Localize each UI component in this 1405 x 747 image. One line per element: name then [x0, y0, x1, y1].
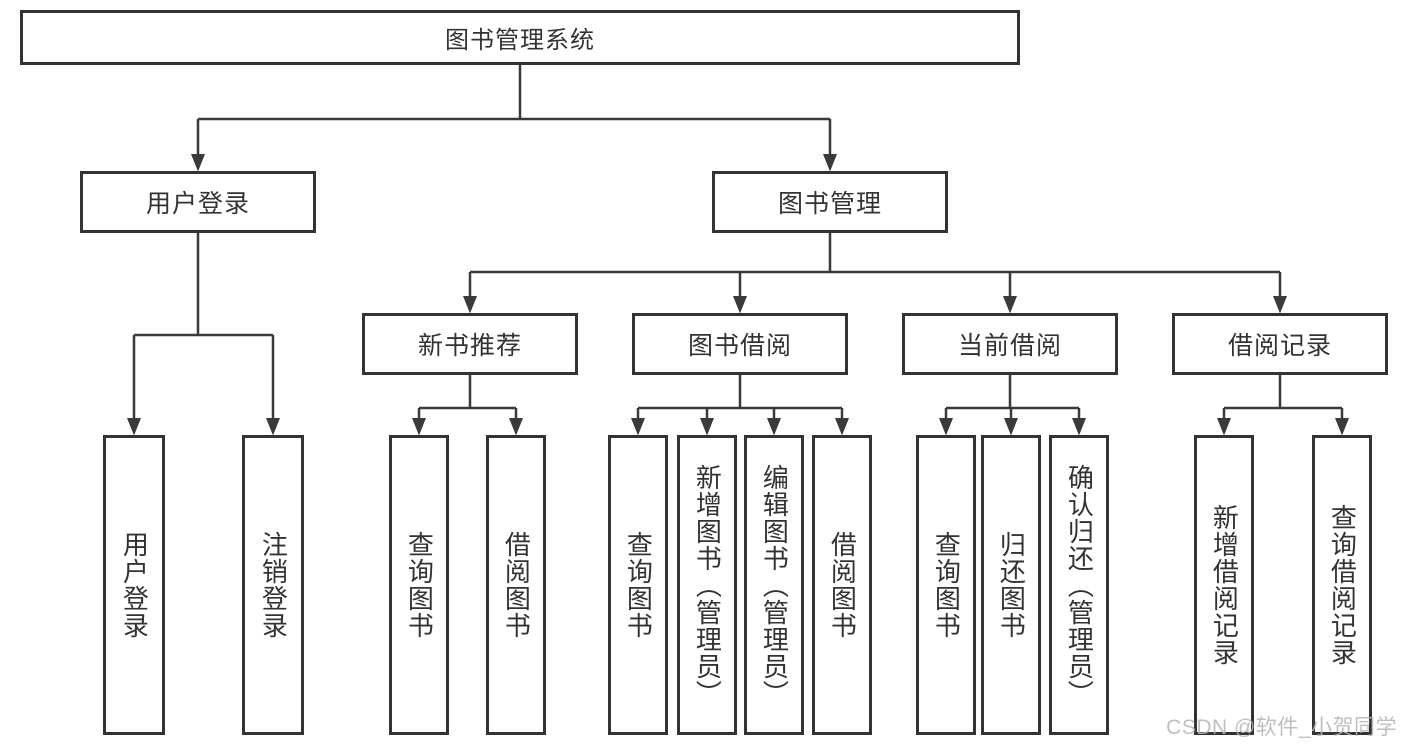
leaf-query-book-current: 查询图书: [916, 435, 976, 735]
node-book-management: 图书管理: [712, 171, 948, 233]
node-borrow-records: 借阅记录: [1172, 313, 1388, 375]
leaf-edit-book-admin: 编辑图书（管理员）: [744, 435, 804, 735]
node-book-borrow: 图书借阅: [632, 313, 848, 375]
leaf-query-book-borrow: 查询图书: [608, 435, 668, 735]
node-current-borrow: 当前借阅: [902, 313, 1118, 375]
leaf-logout: 注销登录: [242, 435, 304, 735]
leaf-borrow-book: 借阅图书: [812, 435, 872, 735]
leaf-user-login: 用户登录: [103, 435, 165, 735]
leaf-add-book-admin: 新增图书（管理员）: [677, 435, 737, 735]
watermark: CSDN @软件_小贺同学: [1166, 716, 1397, 739]
leaf-return-book: 归还图书: [981, 435, 1041, 735]
leaf-query-borrow-record: 查询借阅记录: [1312, 435, 1372, 735]
leaf-confirm-return-admin: 确认归还（管理员）: [1049, 435, 1109, 735]
node-new-book-recommend: 新书推荐: [362, 313, 578, 375]
node-root: 图书管理系统: [20, 10, 1020, 65]
leaf-add-borrow-record: 新增借阅记录: [1194, 435, 1254, 735]
leaf-query-book-recommend: 查询图书: [389, 435, 449, 735]
leaf-borrow-book-recommend: 借阅图书: [486, 435, 546, 735]
node-user-login: 用户登录: [80, 171, 316, 233]
